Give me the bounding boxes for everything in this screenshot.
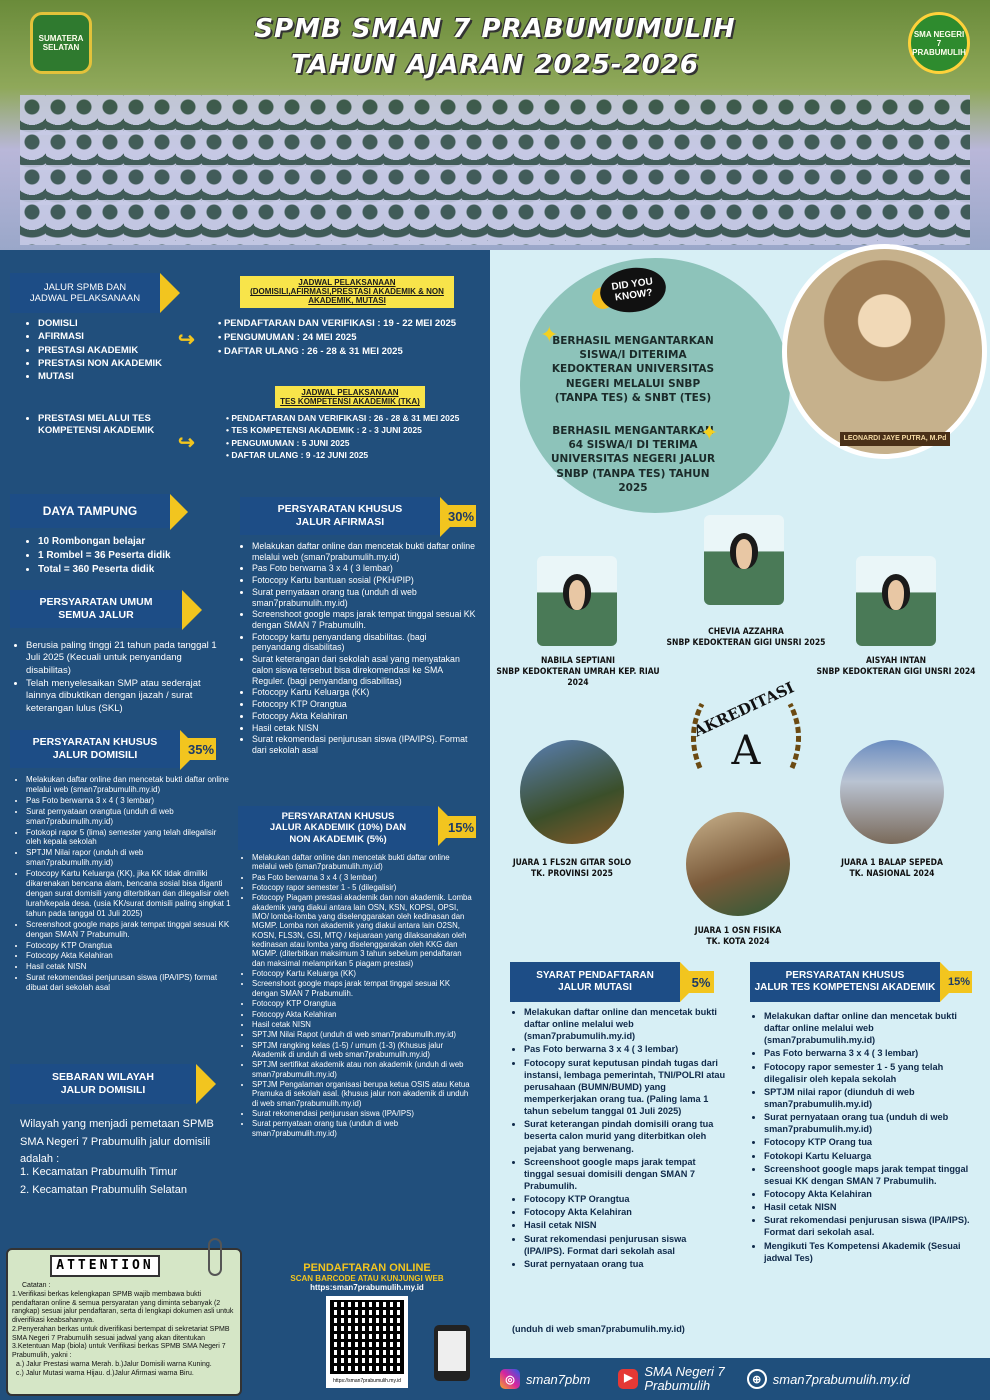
website-link[interactable]: ⊕ sman7prabumulih.my.id bbox=[746, 1369, 910, 1389]
afirmasi-list: Melakukan daftar online dan mencetak buk… bbox=[240, 541, 476, 757]
umum-heading: PERSYARATAN UMUM SEMUA JALUR bbox=[10, 590, 202, 630]
tka-list: Melakukan daftar online dan mencetak buk… bbox=[752, 1010, 970, 1265]
umum-list: Berusia paling tinggi 21 tahun pada tang… bbox=[14, 640, 224, 716]
jadwal2-list: • PENDAFTARAN DAN VERIFIKASI : 26 - 28 &… bbox=[226, 413, 460, 460]
jadwal1-list: • PENDAFTARAN DAN VERIFIKASI : 19 - 22 M… bbox=[218, 318, 457, 357]
principal-nameplate: LEONARDI JAYE PUTRA, M.Pd bbox=[840, 432, 950, 446]
page-subtitle: TAHUN AJARAN 2025-2026 bbox=[291, 50, 699, 80]
instagram-link[interactable]: ◎ sman7pbm bbox=[500, 1369, 590, 1389]
dyk-text-2: BERHASIL MENGANTARKAN 64 SISWA/I DI TERI… bbox=[550, 425, 716, 494]
achievement-photo-guitar bbox=[520, 740, 624, 844]
akademik-pct: 15% bbox=[446, 816, 476, 838]
sparkle-icon: ✦ bbox=[540, 322, 559, 347]
school-logo: SMA NEGERI 7 PRABUMULIH bbox=[908, 12, 970, 74]
jadwal2-title: JADWAL PELAKSANAAN TES KOMPETENSI AKADEM… bbox=[275, 386, 425, 409]
achievement-photo-cycling bbox=[840, 740, 944, 844]
afirmasi-pct: 30% bbox=[446, 505, 476, 527]
phone-scan-icon bbox=[434, 1325, 470, 1381]
jadwal1-title: JADWAL PELAKSANAAN (DOMISILI,AFIRMASI,PR… bbox=[240, 276, 454, 308]
mutasi-tail: (unduh di web sman7prabumulih.my.id) bbox=[512, 1324, 685, 1334]
tka-jalur-list: PRESTASI MELALUI TES KOMPETENSI AKADEMIK bbox=[26, 413, 166, 439]
sebaran-heading: SEBARAN WILAYAH JALUR DOMISILI bbox=[10, 1064, 216, 1104]
afirmasi-heading: PERSYARATAN KHUSUS JALUR AFIRMASI bbox=[240, 497, 460, 537]
group-photo-row bbox=[20, 165, 970, 205]
instagram-icon: ◎ bbox=[500, 1369, 520, 1389]
domisili-pct: 35% bbox=[186, 738, 216, 760]
paperclip-icon bbox=[208, 1238, 222, 1276]
principal-photo bbox=[782, 244, 987, 459]
hero-banner: SPMB SMAN 7 PRABUMUMULIH TAHUN AJARAN 20… bbox=[0, 0, 990, 250]
student-photo bbox=[704, 515, 784, 605]
tka-heading: PERSYARATAN KHUSUS JALUR TES KOMPETENSI … bbox=[750, 962, 960, 1002]
achievement-photo-physics bbox=[686, 812, 790, 916]
group-photo-row bbox=[20, 95, 970, 135]
daya-list: 10 Rombongan belajar1 Rombel = 36 Pesert… bbox=[26, 535, 226, 577]
page-title: SPMB SMAN 7 PRABUMUMULIH bbox=[254, 14, 736, 44]
sparkle-icon: ✦ bbox=[700, 420, 719, 445]
curved-arrow-icon: ↪ bbox=[178, 432, 195, 454]
mutasi-pct: 5% bbox=[688, 971, 714, 993]
jalur-heading: JALUR SPMB DAN JADWAL PELAKSANAAN bbox=[10, 273, 180, 313]
jalur-list: DOMISLIAFIRMASIPRESTASI AKADEMIK PRESTAS… bbox=[26, 318, 186, 385]
student-photo bbox=[537, 556, 617, 646]
domisili-heading: PERSYARATAN KHUSUS JALUR DOMISILI bbox=[10, 730, 200, 770]
province-logo: SUMATERA SELATAN bbox=[30, 12, 92, 74]
daya-heading: DAYA TAMPUNG bbox=[10, 494, 188, 530]
globe-icon: ⊕ bbox=[746, 1369, 767, 1389]
sebaran-intro: Wilayah yang menjadi pemetaan SPMB SMA N… bbox=[20, 1118, 214, 1166]
akademik-list: Melakukan daftar online dan mencetak buk… bbox=[240, 853, 476, 1139]
attention-title: ATTENTION bbox=[50, 1255, 160, 1277]
student-photo bbox=[856, 556, 936, 646]
mutasi-list: Melakukan daftar online dan mencetak buk… bbox=[512, 1006, 728, 1271]
accreditation-grade: A bbox=[731, 728, 762, 774]
curved-arrow-icon: ↪ bbox=[178, 329, 195, 351]
mutasi-heading: SYARAT PENDAFTARAN JALUR MUTASI bbox=[510, 962, 700, 1002]
online-block: PENDAFTARAN ONLINE SCAN BARCODE ATAU KUN… bbox=[290, 1262, 444, 1292]
youtube-icon: ▶ bbox=[618, 1369, 639, 1389]
group-photo-row bbox=[20, 130, 970, 170]
tka-pct: 15% bbox=[946, 971, 972, 993]
accreditation-emblem: AKREDITASI A bbox=[690, 680, 802, 774]
akademik-heading: PERSYARATAN KHUSUS JALUR AKADEMIK (10%) … bbox=[238, 806, 458, 850]
qr-code[interactable]: https://sman7prabumulih.my.id bbox=[326, 1296, 408, 1388]
group-photo-row bbox=[20, 200, 970, 245]
domisili-list: Melakukan daftar online dan mencetak buk… bbox=[14, 775, 232, 994]
attention-notes: Catatan : 1.Verifikasi berkas kelengkapa… bbox=[12, 1282, 234, 1377]
dyk-text-1: BERHASIL MENGANTARKAN SISWA/I DITERIMA K… bbox=[551, 335, 715, 404]
